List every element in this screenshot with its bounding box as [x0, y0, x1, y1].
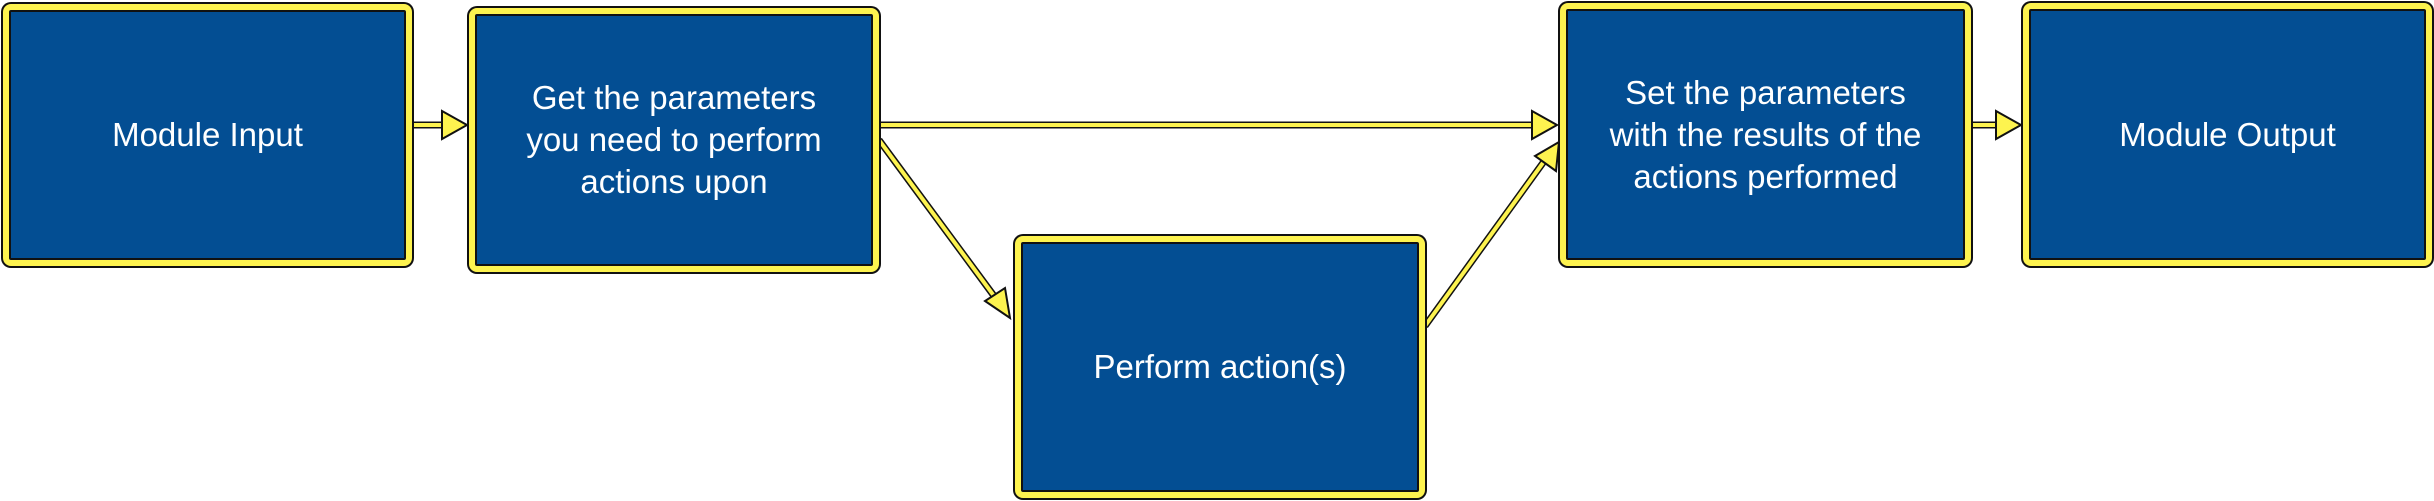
arrow-input-to-get: [412, 109, 470, 141]
node-label: Module Input: [112, 116, 303, 153]
arrow-set-to-output: [1971, 109, 2024, 141]
node-perform-actions: Perform action(s): [1015, 236, 1425, 498]
arrow-perform-to-set: [1422, 140, 1561, 329]
node-label: Module Output: [2119, 115, 2336, 153]
arrow-get-to-perform: [876, 137, 1012, 321]
arrow-get-to-set: [879, 109, 1560, 141]
node-label: Get the parameters you need to perform a…: [526, 79, 822, 200]
node-label: Perform action(s): [1093, 348, 1347, 385]
node-label: Set the parameters with the results of t…: [1609, 73, 1922, 195]
node-get-parameters: Get the parameters you need to perform a…: [469, 8, 879, 272]
node-module-input: Module Input: [3, 4, 412, 266]
node-module-output: Module Output: [2023, 3, 2432, 266]
node-set-parameters: Set the parameters with the results of t…: [1560, 3, 1971, 266]
